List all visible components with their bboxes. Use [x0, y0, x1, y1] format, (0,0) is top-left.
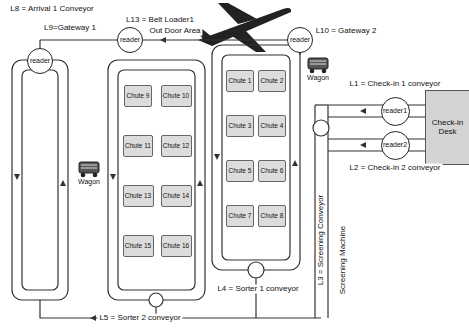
wagon-icon — [306, 56, 330, 74]
reader-name: reader2 — [383, 141, 407, 148]
chute-name: Chute 16 — [163, 243, 189, 250]
chute-box: Chute 10 — [161, 85, 192, 107]
wagon-box: Wagon — [73, 160, 105, 194]
chute-box: Chute 4 — [258, 115, 286, 137]
chute-name: Chute 1 — [229, 78, 252, 85]
flow-arrow — [14, 37, 366, 321]
wagon-box: Wagon — [302, 56, 334, 90]
chute-box: Chute 14 — [161, 185, 192, 207]
conveyor-label: L9=Gateway 1 — [42, 24, 98, 33]
conveyor-label: L3 = Screening Conveyor — [317, 193, 326, 288]
chute-name: Chute 10 — [163, 93, 189, 100]
conveyor-label: L13 = Belt Loader1 — [124, 16, 196, 25]
reader-name: reader1 — [383, 107, 407, 114]
reader-name: reader — [290, 36, 310, 43]
reader-name: reader — [30, 57, 50, 64]
reader-name: reader — [120, 36, 140, 43]
chute-name: Chute 4 — [261, 123, 284, 130]
chute-name: Chute 5 — [229, 168, 252, 175]
chute-name: Chute 15 — [125, 243, 151, 250]
chute-name: Chute 14 — [163, 193, 189, 200]
area-label: Out Door Area — [147, 27, 202, 36]
desk-name: Check-in Desk — [426, 119, 469, 136]
check-in-desk: Check-in Desk — [425, 90, 469, 165]
chute-name: Chute 6 — [261, 168, 284, 175]
conveyor-label: L5 = Sorter 2 conveyor — [97, 314, 182, 323]
reader-circle: reader1 — [381, 97, 410, 126]
wagon-name: Wagon — [307, 74, 329, 81]
chute-box: Chute 3 — [226, 115, 254, 137]
chute-box: Chute 11 — [123, 135, 153, 157]
chute-box: Chute 7 — [226, 205, 254, 227]
wagon-icon — [77, 160, 101, 178]
reader-circle: reader — [287, 27, 313, 53]
chute-name: Chute 2 — [261, 78, 284, 85]
conveyor-label: L4 = Sorter 1 conveyor — [215, 285, 300, 294]
chute-name: Chute 13 — [125, 193, 151, 200]
chute-box: Chute 15 — [123, 235, 154, 257]
reader-circle: reader2 — [381, 131, 410, 160]
conveyor-label: L8 = Arrival 1 Conveyor — [8, 5, 95, 14]
chute-box: Chute 9 — [124, 85, 152, 107]
chute-box: Chute 6 — [258, 160, 286, 182]
chute-name: Chute 8 — [261, 213, 284, 220]
reader-circle: reader — [117, 27, 143, 53]
chute-box: Chute 16 — [161, 235, 192, 257]
chute-box: Chute 1 — [226, 70, 254, 92]
chute-box: Chute 13 — [123, 185, 154, 207]
chute-name: Chute 9 — [127, 93, 150, 100]
conveyor-label: L10 = Gateway 2 — [314, 27, 379, 36]
chute-box: Chute 12 — [161, 135, 192, 157]
chute-name: Chute 12 — [163, 143, 189, 150]
chute-box: Chute 8 — [258, 205, 286, 227]
reader-circle: reader — [27, 48, 53, 74]
chute-box: Chute 2 — [258, 70, 286, 92]
wagon-name: Wagon — [78, 178, 100, 185]
conveyor-label: L2 = Check-in 2 conveyor — [348, 164, 443, 173]
machine-label: Screening Machine — [339, 224, 348, 296]
chute-box: Chute 5 — [226, 160, 254, 182]
chute-name: Chute 11 — [125, 143, 151, 150]
conveyor-label: L1 = Check-in 1 conveyor — [348, 80, 443, 89]
chute-name: Chute 7 — [229, 213, 252, 220]
chute-name: Chute 3 — [229, 123, 252, 130]
